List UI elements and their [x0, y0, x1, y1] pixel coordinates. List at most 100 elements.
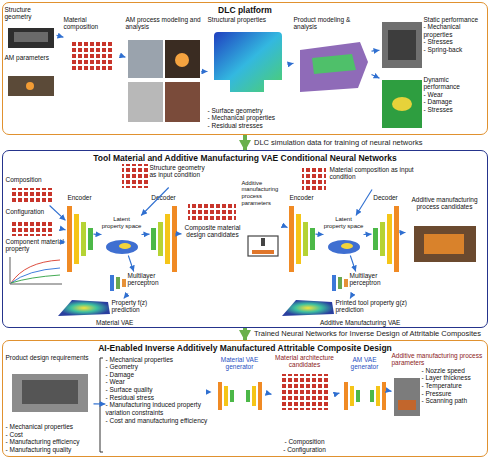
list-group: - Mechanical properties- Cost- Manufactu… — [6, 423, 94, 454]
node-heading: Structure geometry as input condition — [150, 164, 212, 179]
flow-arrow — [120, 55, 126, 57]
printer-photo — [26, 82, 34, 90]
performance-item: Dynamic performance- Wear- Damage- Stres… — [380, 76, 484, 132]
geometry-cube — [122, 164, 148, 188]
geometry-image — [14, 32, 48, 42]
flow-arrow — [372, 50, 380, 52]
dynamic-image — [392, 97, 412, 111]
flow-arrow — [124, 294, 128, 299]
encoder-bar — [310, 228, 315, 250]
encoder-bar — [303, 222, 308, 256]
flow-arrow — [142, 234, 150, 235]
design-panel: AI-Enabled Inverse Additively Manufactur… — [2, 340, 488, 457]
panel-title: Tool Material and Additive Manufacturing… — [3, 151, 487, 163]
node-heading: AM VAE generator — [340, 356, 390, 371]
printer-icon — [252, 250, 274, 254]
list-item: - Pressure — [392, 390, 486, 398]
node-heading: Additive manufacturing process parameter… — [242, 180, 286, 207]
node-heading: Structure geometry — [5, 6, 57, 21]
prediction-item: Property f(z) prediction — [56, 299, 176, 318]
input-item: Configuration — [6, 208, 62, 236]
decoder-bar — [380, 222, 385, 256]
mlp-bar — [122, 279, 126, 287]
generator-bar — [344, 382, 348, 410]
decoder-block: Decoder — [372, 194, 400, 274]
decoder-bar — [151, 228, 156, 250]
node-heading: - Mechanical properties — [106, 356, 212, 364]
latent-blob — [106, 240, 138, 254]
edge-label: DLC simulation data for training of neur… — [254, 138, 422, 146]
configuration-cubes — [10, 220, 54, 236]
generator-bar — [218, 382, 222, 410]
list-item: - Mechanical properties — [424, 23, 484, 38]
stage-arrow — [243, 135, 247, 150]
flow-arrow — [268, 393, 272, 394]
printer-icon — [248, 236, 278, 256]
encoder-bar — [296, 214, 301, 264]
node-heading: Multilayer perceptron — [350, 272, 390, 287]
node-heading: Additive manufacturing process candidate… — [406, 196, 484, 211]
architecture-cubes — [280, 374, 330, 410]
mlp-bar — [344, 279, 348, 287]
node-heading: Additive manufacturing process parameter… — [392, 352, 486, 367]
generator-block: Material VAE generator — [212, 356, 268, 416]
latent-blob — [328, 240, 360, 254]
node-heading: Product modeling & analysis — [294, 16, 372, 31]
flow-arrow — [202, 71, 208, 72]
edge-label: Trained Neural Networks for Inverse Desi… — [254, 330, 481, 338]
input-item: AM parameters — [5, 54, 57, 98]
latent-blob — [119, 243, 131, 249]
surface-plot — [282, 300, 334, 316]
flow-arrow — [62, 229, 66, 230]
mlp-block: Multilayer perceptron — [108, 272, 168, 294]
decoder-bar — [165, 214, 170, 264]
candidate-cubes — [188, 202, 236, 222]
generator-bar — [382, 382, 386, 410]
flow-arrow — [94, 234, 102, 235]
node-heading: Composite material design candidates — [182, 224, 244, 239]
dynamic-image — [382, 80, 422, 128]
process-step: AM process modeling and analysis — [126, 16, 202, 126]
candidate-item: Material architecture candidates- Compos… — [272, 354, 338, 454]
generator-block: AM VAE generator — [340, 356, 390, 416]
encoder-bar — [81, 222, 86, 256]
encoder-bar — [74, 214, 79, 264]
printed-tool-photo — [414, 226, 476, 262]
list-item: - Mechanical properties — [6, 423, 94, 431]
process-step: Structural properties- Surface geometry-… — [208, 16, 288, 130]
list-item: - Wear — [424, 91, 484, 99]
composition-cube — [302, 166, 326, 190]
flow-arrow — [390, 390, 392, 392]
requirements-item: Product design requirements - Mechanical … — [6, 354, 94, 454]
generator-bar — [246, 390, 250, 402]
list-item: - Manufacturing induced property variati… — [106, 401, 212, 416]
output-item: Additive manufacturing process candidate… — [406, 196, 484, 266]
printing-photo — [394, 378, 420, 416]
list-group: - Composition- Configuration — [272, 438, 338, 453]
list-item: - Damage — [106, 371, 212, 379]
input-item: Structure geometry — [5, 6, 57, 50]
condition-label: Material composition as input condition — [330, 166, 430, 190]
encoder-bar — [289, 206, 294, 272]
node-heading: Dynamic performance — [424, 76, 484, 91]
encoder-bar — [88, 228, 93, 250]
condition-label: Structure geometry as input condition — [150, 164, 212, 188]
encoder-block: Encoder — [66, 194, 94, 274]
surface-plot — [58, 300, 110, 316]
node-heading: Latent property space — [102, 216, 142, 230]
geometry-image — [8, 28, 54, 48]
requirements-list: - Mechanical properties- Geometry- Damag… — [106, 356, 212, 454]
panel-title: DLC platform — [3, 3, 487, 15]
list-item: - Residual stresses — [208, 122, 288, 130]
product-photo — [22, 380, 78, 404]
node-heading: Product design requirements — [6, 354, 94, 362]
panel-title: AI-Enabled Inverse Additively Manufactur… — [3, 341, 487, 353]
list-item: - Wear — [106, 378, 212, 386]
input-item: Composition — [6, 176, 62, 206]
generator-bar — [350, 386, 354, 406]
performance-item: Static performance- Mechanical propertie… — [380, 16, 484, 74]
list-item: - Layer thickness — [392, 374, 486, 382]
list-item: - Manufacturing quality — [6, 446, 94, 454]
